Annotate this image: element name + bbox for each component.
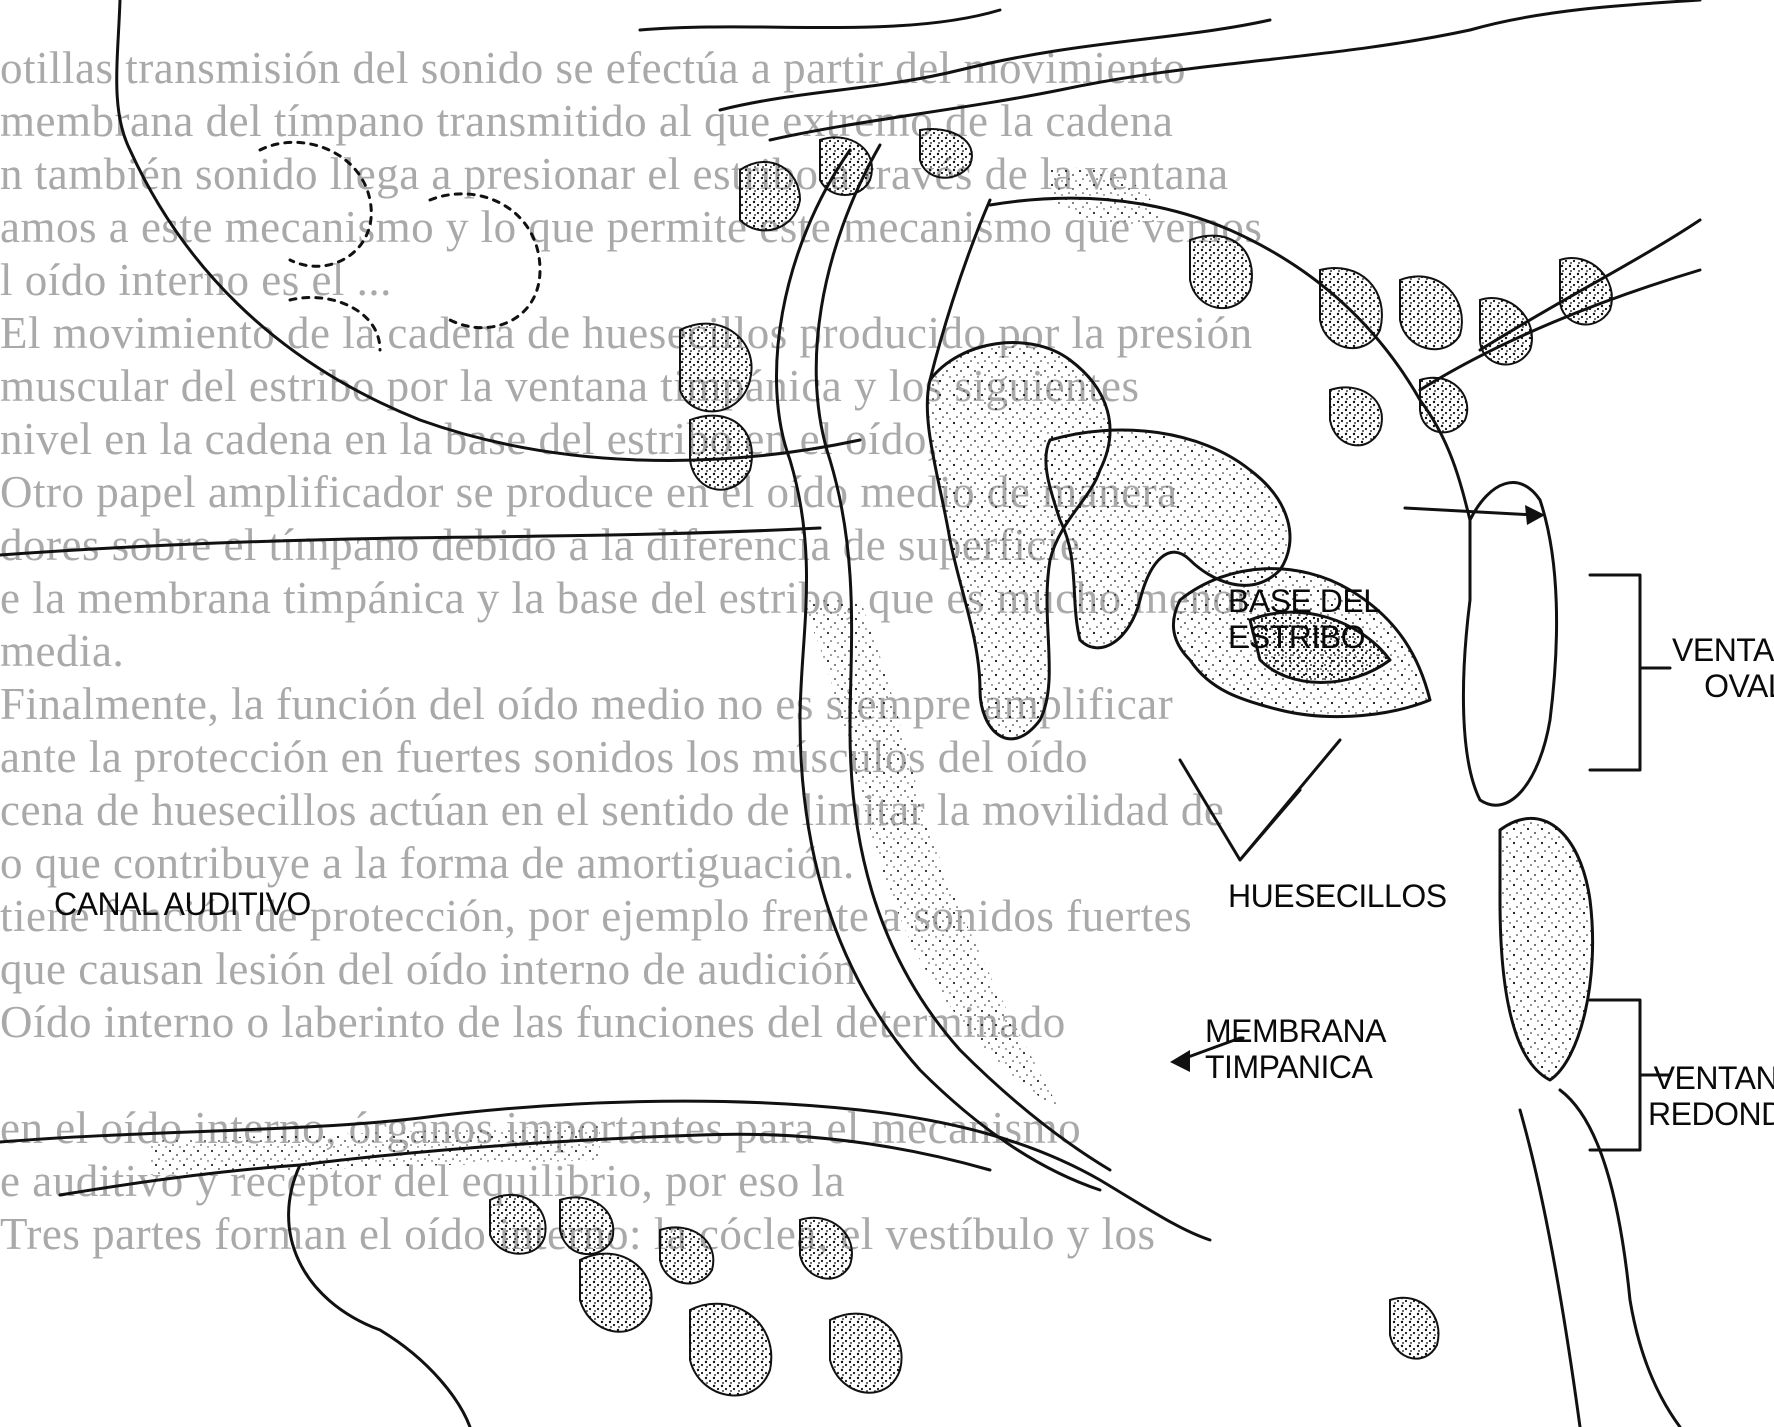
tympanic-membrane xyxy=(777,150,1101,1190)
canal-upper-wall xyxy=(0,528,820,555)
upper-bone-outline xyxy=(117,0,860,460)
label-huesecillos: HUESECILLOS xyxy=(1228,878,1447,914)
label-ventana-redonda: VENTANA REDONDA xyxy=(1648,1060,1774,1132)
label-membrana-timpanica: MEMBRANA TIMPANICA xyxy=(1205,1013,1386,1085)
label-canal-auditivo: CANAL AUDITIVO xyxy=(54,886,311,922)
label-base-del-estribo: BASE DEL ESTRIBO xyxy=(1228,583,1381,655)
label-ventana-oval: VENTANA OVAL xyxy=(1672,632,1774,704)
